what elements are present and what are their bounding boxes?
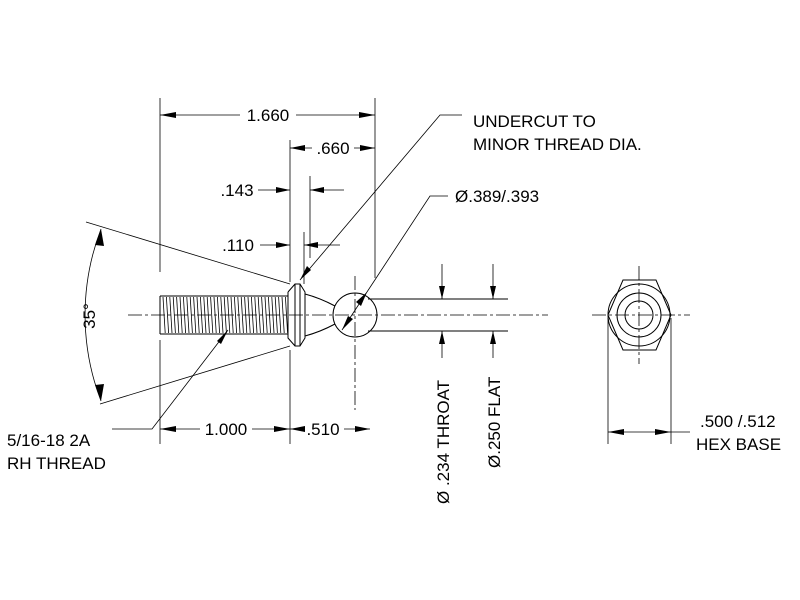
thread-line (210, 296, 214, 334)
dimension-label: 1.660 (247, 106, 290, 125)
dimension-label: 1.000 (205, 420, 248, 439)
thread-line (193, 296, 197, 334)
leader-undercut: UNDERCUT TO MINOR THREAD DIA. (299, 112, 642, 281)
leader-ball-dia: Ø.389/.393 (341, 187, 539, 331)
dimension-1000: 1.000 (159, 340, 291, 444)
hex-chamfer-circle (607, 283, 671, 347)
note-hex-base: HEX BASE (696, 435, 781, 454)
dimension-label: .660 (316, 139, 349, 158)
thread-line (240, 296, 244, 334)
note-undercut-line1: UNDERCUT TO (473, 112, 596, 131)
dimension-label: .110 (222, 236, 254, 255)
dimension-label: Ø.250 FLAT (485, 377, 504, 468)
tapered-neck (304, 293, 336, 337)
thread-line (285, 296, 288, 334)
thread-line (217, 296, 220, 334)
leader-thread: 5/16-18 2A RH THREAD (7, 329, 229, 473)
dimension-hex-base: .500 /.512 (700, 412, 776, 431)
note-thread-line2: RH THREAD (7, 454, 106, 473)
dimension-label: Ø .234 THROAT (434, 380, 453, 504)
dimension-label: .510 (306, 420, 339, 439)
shank-circle (624, 300, 654, 330)
note-undercut-line2: MINOR THREAD DIA. (473, 135, 642, 154)
dimension-label: .143 (220, 181, 253, 200)
dimension-angle: 35° (80, 221, 291, 405)
thread-line (166, 296, 169, 334)
thread-line (234, 296, 237, 334)
dimension-660: .660 (289, 139, 375, 282)
note-thread-line1: 5/16-18 2A (7, 431, 91, 450)
dimension-1660: 1.660 (159, 98, 376, 278)
dimension-flat: Ø.250 FLAT (478, 264, 504, 468)
end-view: .500 /.512 HEX BASE (592, 266, 781, 454)
dimension-143: .143 (220, 176, 344, 258)
thread-line (257, 296, 261, 334)
dimension-510: .510 (290, 420, 370, 439)
ball-outline-circle (616, 292, 662, 338)
side-view (128, 276, 548, 410)
dimension-label: 35° (80, 303, 99, 329)
dimension-throat: Ø .234 THROAT (426, 264, 453, 504)
dimension-110: .110 (222, 232, 340, 284)
note-ball-dia: Ø.389/.393 (455, 187, 539, 206)
hex-collar (287, 283, 306, 347)
